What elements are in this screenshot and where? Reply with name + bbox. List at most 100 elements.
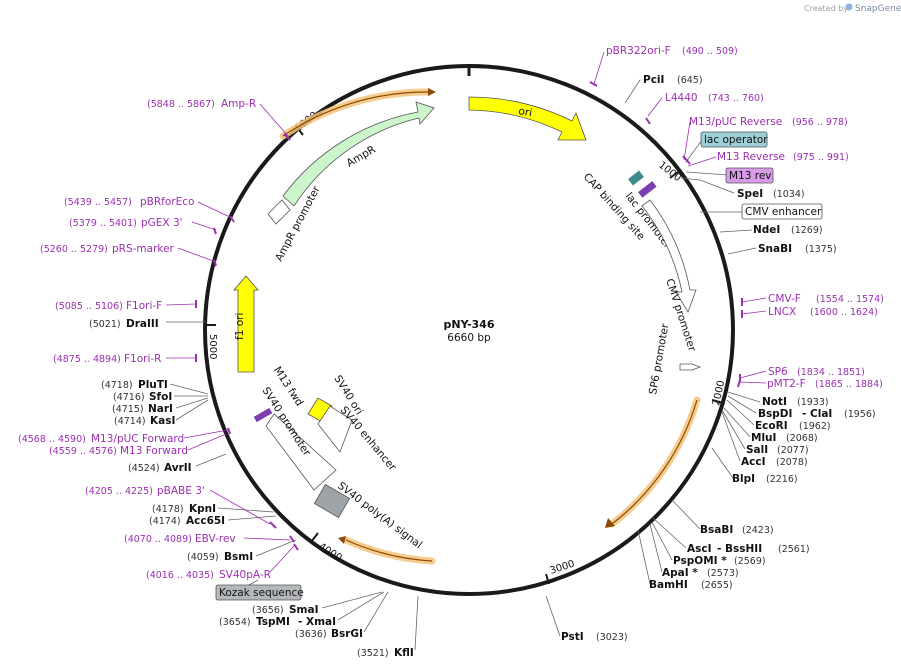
primer-pbrforeco: (5439 .. 5457) pBRforEco <box>64 196 194 208</box>
primer-m13-forward: (4559 .. 4576) M13 Forward <box>49 445 188 457</box>
svg-text:KpnI: KpnI <box>189 503 216 515</box>
enzyme-pluti: (4718) PluTI <box>101 379 168 391</box>
sv40-ori-block <box>307 397 333 423</box>
enzyme-smai: (3656) SmaI <box>252 604 319 616</box>
svg-text:(5379 .. 5401): (5379 .. 5401) <box>69 218 137 229</box>
svg-text:BspDI: BspDI <box>758 408 792 420</box>
svg-text:(3654): (3654) <box>219 617 251 628</box>
svg-text:F1ori-R: F1ori-R <box>124 353 161 365</box>
svg-text:(2561): (2561) <box>778 544 810 555</box>
primer-m13-puc-forward: (4568 .. 4590) M13/pUC Forward <box>18 433 184 445</box>
primer-cmv-f: CMV-F (1554 .. 1574) <box>768 293 884 305</box>
svg-text:KflI: KflI <box>394 647 414 659</box>
primer-lncx: LNCX (1600 .. 1624) <box>768 306 878 318</box>
svg-text:BamHI: BamHI <box>649 579 688 591</box>
enzyme-bsrgi: (3636) BsrGI <box>295 628 363 640</box>
enzyme-acci: AccI (2078) <box>741 456 808 468</box>
svg-text:M13 Forward: M13 Forward <box>120 445 188 457</box>
enzyme-bspdi-clai: BspDI - ClaI (1956) <box>758 408 876 420</box>
svg-text:SnaBI: SnaBI <box>758 243 792 255</box>
svg-text:- BssHII: - BssHII <box>717 543 762 555</box>
svg-text:(1956): (1956) <box>844 409 876 420</box>
cmv-promoter-arrow <box>641 199 697 313</box>
svg-text:M13 Reverse: M13 Reverse <box>717 151 785 163</box>
svg-text:M13/pUC Reverse: M13/pUC Reverse <box>689 116 782 128</box>
svg-text:(5260 .. 5279): (5260 .. 5279) <box>40 244 108 255</box>
svg-text:(5439 .. 5457): (5439 .. 5457) <box>64 197 132 208</box>
enzyme-spei: SpeI (1034) <box>737 188 805 200</box>
snapgene-logo-icon <box>845 3 853 11</box>
kozak-sequence-box: Kozak sequence <box>215 584 304 601</box>
svg-text:(4715): (4715) <box>112 404 144 415</box>
svg-text:MluI: MluI <box>751 432 776 444</box>
svg-text:CMV-F: CMV-F <box>768 293 801 305</box>
svg-text:ApaI *: ApaI * <box>662 567 698 579</box>
primer-amp-r: (5848 .. 5867) Amp-R <box>147 98 256 110</box>
sp6-primer-highlight <box>608 396 701 528</box>
svg-text:NarI: NarI <box>148 403 173 415</box>
svg-text:(4559 .. 4576): (4559 .. 4576) <box>49 446 117 457</box>
svg-text:pBRforEco: pBRforEco <box>140 196 194 208</box>
m13-rev-primer-block <box>638 181 657 198</box>
enzyme-asci-bsshii: AscI - BssHII (2561) <box>687 543 810 555</box>
svg-text:(1834 .. 1851): (1834 .. 1851) <box>797 367 865 378</box>
svg-text:(4059): (4059) <box>187 552 219 563</box>
svg-text:(2569): (2569) <box>734 556 766 567</box>
svg-text:(1269): (1269) <box>791 225 823 236</box>
enzyme-bsmi: (4059) BsmI <box>187 551 253 563</box>
svg-text:EBV-rev: EBV-rev <box>195 533 236 545</box>
svg-text:pBABE 3': pBABE 3' <box>157 485 205 497</box>
svg-text:(2078): (2078) <box>776 457 808 468</box>
enzyme-mlui: MluI (2068) <box>751 432 818 444</box>
tick-label-4000: 4000 <box>316 541 343 564</box>
primer-pbabe-3: (4205 .. 4225) pBABE 3' <box>85 485 205 497</box>
enzyme-acc65i: (4174) Acc65I <box>149 515 225 527</box>
svg-text:pMT2-F: pMT2-F <box>767 378 806 390</box>
primer-l4440: L4440 (743 .. 760) <box>665 92 764 104</box>
sp6-promoter-label: SP6 promoter <box>647 322 671 395</box>
credit-prefix: Created by <box>804 4 848 13</box>
svg-text:SalI: SalI <box>746 444 768 456</box>
enzyme-nari: (4715) NarI <box>112 403 173 415</box>
primer-sv40pa-r: (4016 .. 4035) SV40pA-R <box>146 569 271 581</box>
sp6-primer-arrow <box>611 399 698 525</box>
primer-leader-lines <box>165 51 767 573</box>
svg-text:(2077): (2077) <box>777 445 809 456</box>
svg-text:BsrGI: BsrGI <box>331 628 363 640</box>
svg-text:pBR322ori-F: pBR322ori-F <box>606 45 671 57</box>
svg-text:(5848 .. 5867): (5848 .. 5867) <box>147 99 215 110</box>
svg-text:(2423): (2423) <box>742 525 774 536</box>
primer-f1ori-r: (4875 .. 4894) F1ori-R <box>53 353 161 365</box>
plasmid-name: pNY-346 <box>444 318 495 331</box>
cap-binding-site-block <box>628 170 644 186</box>
enzyme-kpni: (4178) KpnI <box>152 503 216 515</box>
sv40-enhancer-label: SV40 enhancer <box>338 404 399 473</box>
svg-text:(4875 .. 4894): (4875 .. 4894) <box>53 354 121 365</box>
svg-text:(4016 .. 4035): (4016 .. 4035) <box>146 570 214 581</box>
svg-text:DraIII: DraIII <box>126 318 159 330</box>
primer-pmt2-f: pMT2-F (1865 .. 1884) <box>767 378 883 390</box>
svg-text:(4174): (4174) <box>149 516 181 527</box>
svg-text:F1ori-F: F1ori-F <box>126 300 162 312</box>
sv40-polya-block <box>313 483 351 519</box>
lac-operator-box: lac operator <box>700 131 768 148</box>
svg-text:(3636): (3636) <box>295 629 327 640</box>
svg-text:LNCX: LNCX <box>768 306 796 318</box>
f1-ori-feature-arrow <box>233 275 259 373</box>
tick-label-2000: 2000 <box>711 379 727 406</box>
sv40-enhancer-block <box>317 405 353 453</box>
ampr-feature-arrow <box>282 101 435 207</box>
svg-text:CMV enhancer: CMV enhancer <box>745 206 822 218</box>
svg-text:PciI: PciI <box>643 74 664 86</box>
svg-text:(3023): (3023) <box>596 632 628 643</box>
svg-text:PluTI: PluTI <box>138 379 168 391</box>
svg-text:(4205 .. 4225): (4205 .. 4225) <box>85 486 153 497</box>
tick-marks <box>205 125 724 585</box>
m13-fwd-primer-block <box>253 407 273 423</box>
svg-text:(1865 .. 1884): (1865 .. 1884) <box>815 379 883 390</box>
enzyme-bsabi: BsaBI (2423) <box>700 524 774 536</box>
svg-text:- XmaI: - XmaI <box>298 616 336 628</box>
svg-text:SmaI: SmaI <box>289 604 319 616</box>
svg-text:SfoI: SfoI <box>149 391 172 403</box>
